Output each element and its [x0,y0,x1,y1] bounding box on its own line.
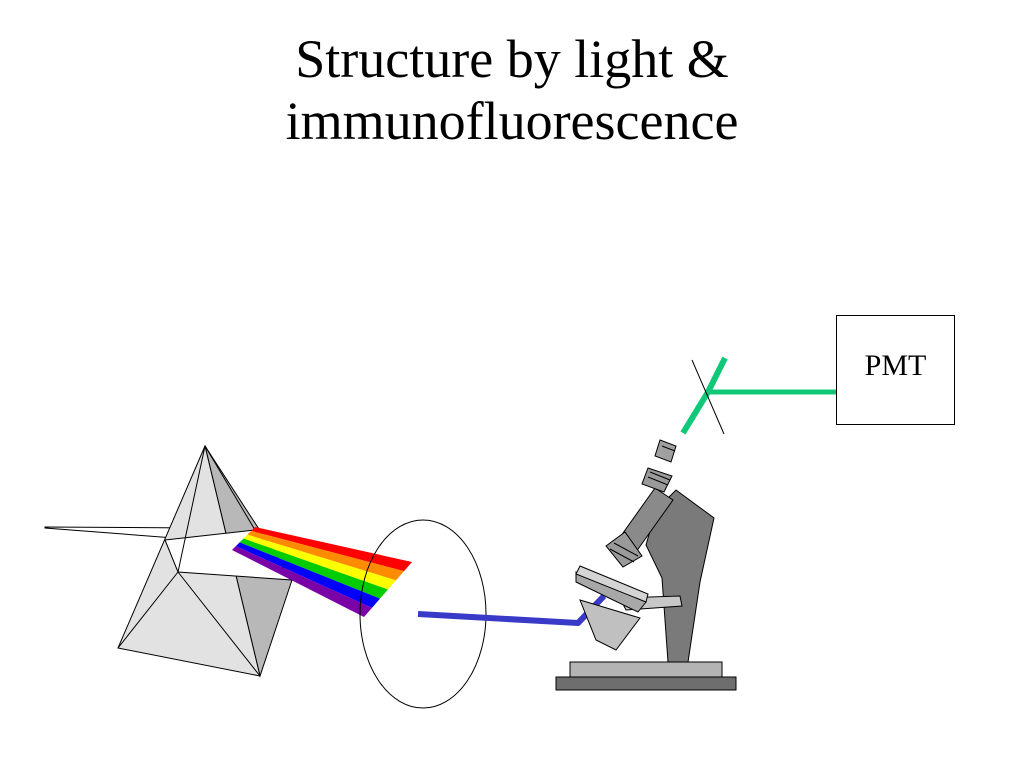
prism-edge-back [204,445,256,531]
microscope-stage-top [575,565,649,603]
slide-title: Structure by light & immunofluorescence [0,28,1024,152]
microscope-tube [605,439,677,568]
dichroic-mirror [691,359,725,435]
spectrum-band-4 [239,538,388,599]
microscope-icon [555,439,737,691]
microscope-foot [569,661,723,678]
microscope-stage-bracket [579,599,641,651]
microscope-base [555,676,737,691]
prism-edge-front [177,445,206,573]
excitation-beam [417,593,607,626]
pmt-detector-box: PMT [836,315,955,425]
prism-icon [117,444,294,678]
spectrum-band-6 [232,546,372,617]
prism-edge-left [117,571,179,649]
spectrum-fan [232,527,412,617]
spectrum-band-3 [243,534,396,590]
microscope-arm [645,489,715,663]
wavelength-selector-ellipse [359,519,487,709]
spectrum-band-5 [235,542,380,608]
title-line-2: immunofluorescence [285,91,739,151]
title-line-1: Structure by light & [295,29,729,89]
spectrum-band-2 [247,530,404,581]
prism-edge-base [177,571,261,677]
pmt-label: PMT [864,349,927,382]
